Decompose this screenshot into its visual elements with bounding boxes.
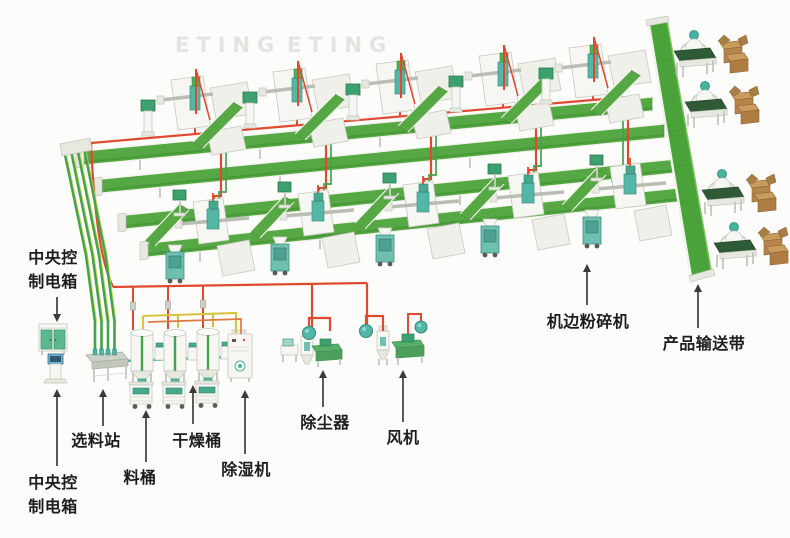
label-central-control-box-bottom: 中央控 制电箱 xyxy=(28,473,78,516)
central-control-console xyxy=(43,353,68,384)
label-drying-barrel: 干燥桶 xyxy=(172,431,222,450)
annotation-arrows xyxy=(53,264,702,466)
label-material-selection-station: 选料站 xyxy=(71,431,121,450)
injection-molding-machine-top-1 xyxy=(139,67,255,157)
blower-impeller-icon xyxy=(414,320,428,334)
arrow-drying-barrel xyxy=(189,385,197,424)
arrow-machine-side-crusher xyxy=(583,264,591,305)
blower-impeller-icon xyxy=(359,324,373,338)
arrow-central-control-bottom xyxy=(53,389,61,466)
arrow-central-control-top xyxy=(53,297,61,322)
drying-barrel-3 xyxy=(193,327,232,410)
dust-collector-unit xyxy=(280,316,343,367)
packing-station-4 xyxy=(713,221,789,270)
feed-pipe-bundle xyxy=(59,137,117,357)
arrow-fan xyxy=(399,370,407,422)
arrow-material-barrel xyxy=(142,410,150,462)
label-material-barrel: 料桶 xyxy=(123,468,157,487)
label-dehumidifier: 除湿机 xyxy=(221,460,271,479)
drying-barrel-2 xyxy=(160,328,199,411)
arrow-material-selection-station xyxy=(99,389,107,426)
label-product-conveyor-belt: 产品输送带 xyxy=(662,334,746,353)
label-dust-collector: 除尘器 xyxy=(300,413,350,432)
drying-barrel-1 xyxy=(127,328,166,411)
dehumidifier-unit xyxy=(227,329,253,382)
central-control-cabinet xyxy=(38,323,68,355)
drying-loop-pipes xyxy=(112,281,369,334)
packing-station-1 xyxy=(673,29,749,78)
product-conveyor-belt xyxy=(645,15,716,283)
blower-impeller-icon xyxy=(302,326,316,340)
pipe-header-block xyxy=(59,137,93,157)
label-fan: 风机 xyxy=(386,428,420,447)
arrow-product-conveyor xyxy=(694,284,702,328)
fan-unit xyxy=(359,313,428,365)
watermark-text: ETING xyxy=(287,33,393,57)
label-machine-side-crusher: 机边粉碎机 xyxy=(546,312,630,331)
packing-station-3 xyxy=(701,168,777,217)
watermark-text: ETING xyxy=(175,33,281,57)
fan-motor-icon xyxy=(401,333,415,343)
packing-station-2 xyxy=(684,80,760,129)
arrow-dehumidifier xyxy=(241,390,249,454)
label-central-control-box-top: 中央控 制电箱 xyxy=(28,248,78,291)
arrow-dust-collector xyxy=(319,370,327,407)
